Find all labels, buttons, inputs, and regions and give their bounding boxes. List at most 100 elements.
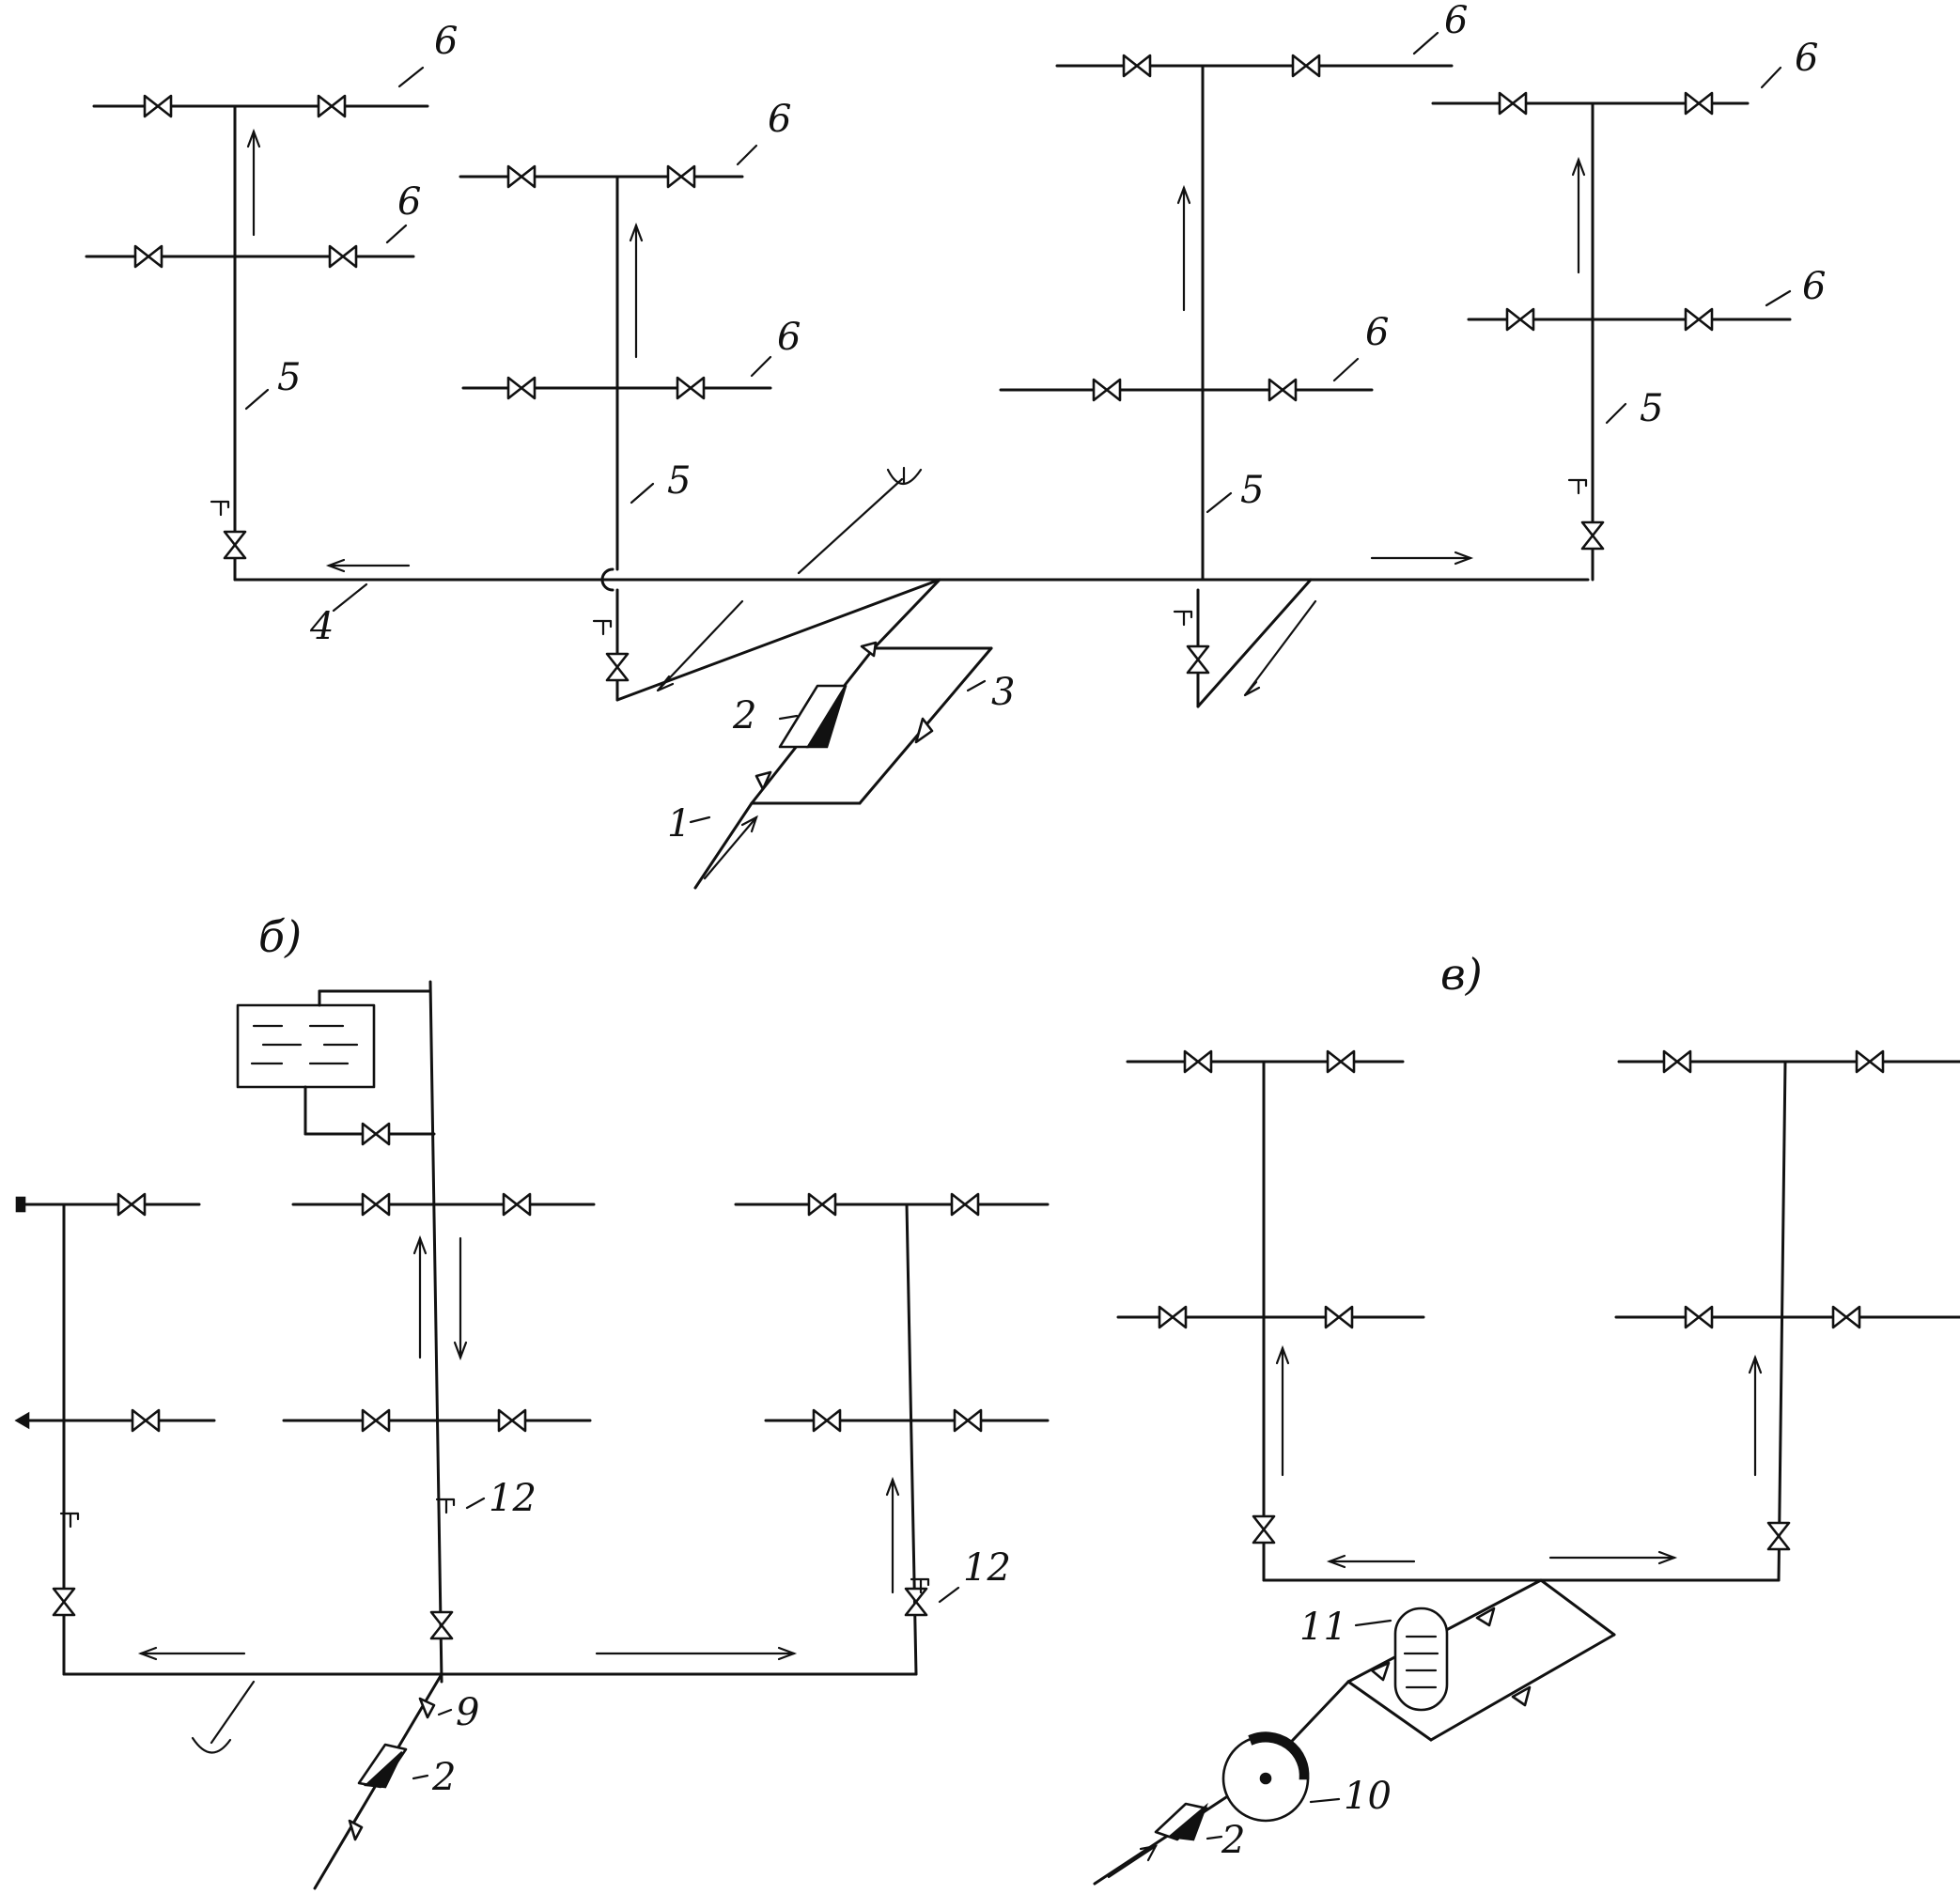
part-v-label: в) (1440, 949, 1483, 1000)
gate-valve-icon (131, 1408, 161, 1433)
gate-valve-icon (143, 94, 173, 118)
riser-v-left (1116, 1049, 1425, 1545)
label-10: 10 (1344, 1775, 1392, 1818)
riser-3 (999, 54, 1454, 582)
label-6: 6 (777, 316, 801, 359)
water-meter-icon (1154, 1802, 1209, 1841)
label-6: 6 (1795, 37, 1818, 80)
label-4: 4 (309, 605, 334, 648)
label-6: 6 (1802, 265, 1826, 308)
gate-valve-icon (1505, 307, 1535, 332)
scheme-a: 6 6 6 6 6 6 6 6 5 5 5 5 4 3 2 1 (85, 0, 1826, 890)
hydrant-icon (191, 1680, 256, 1754)
label-5: 5 (1640, 387, 1663, 430)
gate-valve-icon (860, 641, 878, 658)
scheme-b: б) (14, 911, 1050, 1890)
tank-icon (236, 989, 436, 1146)
riser-2 (459, 164, 772, 571)
gate-valve-icon (812, 1408, 842, 1433)
gate-valve-icon (502, 1192, 532, 1217)
gate-valve-icon (117, 1192, 147, 1217)
riser-b-right (734, 1192, 1050, 1617)
flow-arrow-icon (595, 1646, 798, 1661)
label-9: 9 (456, 1691, 479, 1734)
drain-right (1173, 578, 1317, 708)
drain-left (592, 578, 941, 702)
gate-valve-icon (1855, 1049, 1885, 1074)
gate-valve-icon (904, 1587, 928, 1617)
gate-valve-icon (1186, 644, 1210, 675)
gate-valve-icon (506, 164, 537, 189)
inlet-b (313, 1672, 443, 1890)
water-tap-icon (210, 500, 230, 517)
scheme-v: в) (1093, 949, 1960, 1886)
label-2: 2 (431, 1756, 456, 1799)
water-tap-icon (1567, 478, 1588, 495)
flow-arrow-icon (1571, 156, 1586, 274)
label-12: 12 (963, 1546, 1011, 1590)
flow-arrow-icon (246, 128, 261, 237)
label-6: 6 (1444, 0, 1468, 42)
riser-v-right (1614, 1049, 1960, 1551)
gate-valve-icon (328, 244, 358, 269)
flow-arrow-icon (412, 1234, 428, 1359)
gate-valve-icon (361, 1408, 391, 1433)
label-5: 5 (1240, 469, 1264, 512)
numbers-a: 6 6 6 6 6 6 6 6 5 5 5 5 4 3 2 1 (277, 0, 1826, 846)
pump-icon (1221, 1731, 1310, 1823)
accumulator-icon (1393, 1607, 1449, 1712)
gate-valve-icon (1662, 1049, 1692, 1074)
gate-valve-icon (1324, 1305, 1354, 1329)
gate-valve-icon (1475, 1607, 1496, 1627)
gate-valve-icon (429, 1610, 454, 1640)
leaders-a (244, 31, 1792, 824)
flow-arrow-icon (1748, 1354, 1763, 1477)
gate-valve-icon (1370, 1661, 1391, 1682)
gate-valve-icon (361, 1122, 391, 1146)
label-6: 6 (434, 20, 458, 63)
gate-valve-icon (1684, 91, 1714, 116)
riser-b-left (14, 1192, 216, 1617)
label-2: 2 (732, 694, 756, 737)
flow-arrow-icon (885, 1476, 900, 1594)
riser-1 (85, 94, 429, 582)
label-1: 1 (667, 802, 691, 846)
gate-valve-icon (1684, 1305, 1714, 1329)
gate-valve-icon (1831, 1305, 1861, 1329)
label-5: 5 (667, 459, 691, 503)
numbers-b: 12 12 9 2 (431, 1477, 1011, 1799)
flow-arrow-icon (1275, 1344, 1290, 1477)
main-pipe (233, 567, 1590, 592)
gate-valve-icon (1326, 1049, 1356, 1074)
label-3: 3 (991, 671, 1015, 714)
gate-valve-icon (676, 376, 706, 400)
numbers-v: 11 10 2 (1221, 1606, 1392, 1862)
gate-valve-icon (1183, 1049, 1213, 1074)
water-meter-icon (778, 684, 848, 749)
flow-arrow-icon (1548, 1550, 1678, 1565)
water-tap-icon (1173, 610, 1193, 627)
label-6: 6 (397, 180, 421, 224)
water-tap-icon (592, 619, 613, 636)
gate-valve-icon (52, 1587, 76, 1617)
gate-valve-icon (1498, 91, 1528, 116)
water-meter-icon (357, 1743, 408, 1789)
gate-valve-icon (317, 94, 347, 118)
label-6: 6 (768, 98, 791, 141)
meter-node (693, 466, 993, 890)
flow-arrow-icon (629, 222, 644, 359)
gate-valve-icon (1158, 1305, 1188, 1329)
gate-valve-icon (348, 1819, 364, 1841)
gate-valve-icon (1684, 307, 1714, 332)
gate-valve-icon (1268, 378, 1298, 402)
gate-valve-icon (418, 1697, 436, 1719)
gate-valve-icon (1580, 520, 1605, 551)
flow-arrow-icon (453, 1236, 468, 1361)
gate-valve-icon (1291, 54, 1321, 78)
leaders-b (412, 1497, 960, 1780)
flow-arrow-icon (137, 1646, 246, 1661)
gate-valve-icon (605, 652, 630, 682)
hydrant-icon (797, 466, 923, 575)
label-12: 12 (489, 1477, 537, 1520)
